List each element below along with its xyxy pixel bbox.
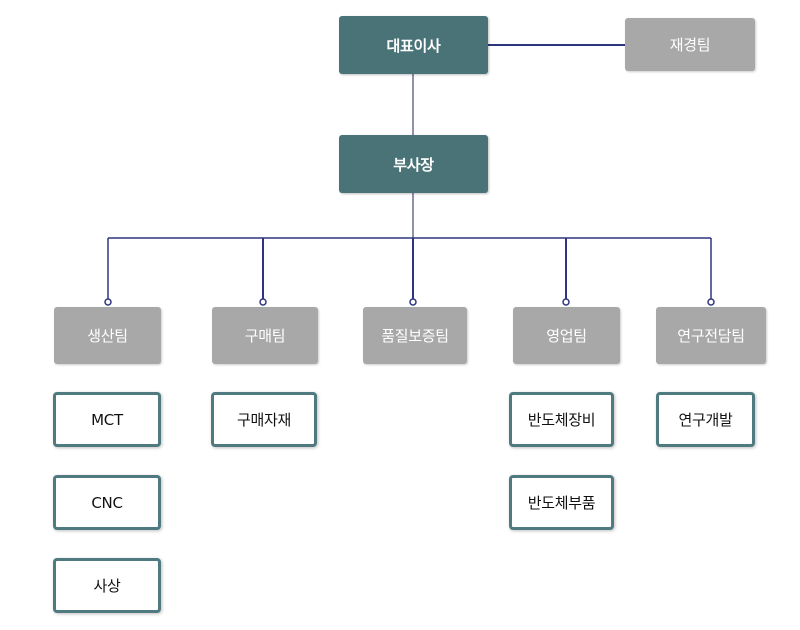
- ceo-box: 대표이사: [339, 16, 488, 74]
- team-purchasing: 구매팀: [212, 307, 318, 364]
- unit-cnc: CNC: [53, 475, 161, 530]
- node-research: [707, 298, 715, 306]
- node-sales: [562, 298, 570, 306]
- unit-mct: MCT: [53, 392, 161, 447]
- team-sales: 영업팀: [513, 307, 620, 364]
- vp-box: 부사장: [339, 135, 488, 193]
- unit-semiconductor-parts: 반도체부품: [509, 475, 614, 530]
- node-purchasing: [259, 298, 267, 306]
- finance-team-box: 재경팀: [625, 18, 755, 71]
- unit-finishing: 사상: [53, 558, 161, 613]
- unit-purchasing-materials: 구매자재: [211, 392, 317, 447]
- unit-semiconductor-equipment: 반도체장비: [509, 392, 614, 447]
- team-research: 연구전담팀: [656, 307, 766, 364]
- team-quality-assurance: 품질보증팀: [363, 307, 467, 364]
- node-quality: [409, 298, 417, 306]
- node-production: [104, 298, 112, 306]
- team-production: 생산팀: [54, 307, 161, 364]
- unit-research-development: 연구개발: [656, 392, 755, 447]
